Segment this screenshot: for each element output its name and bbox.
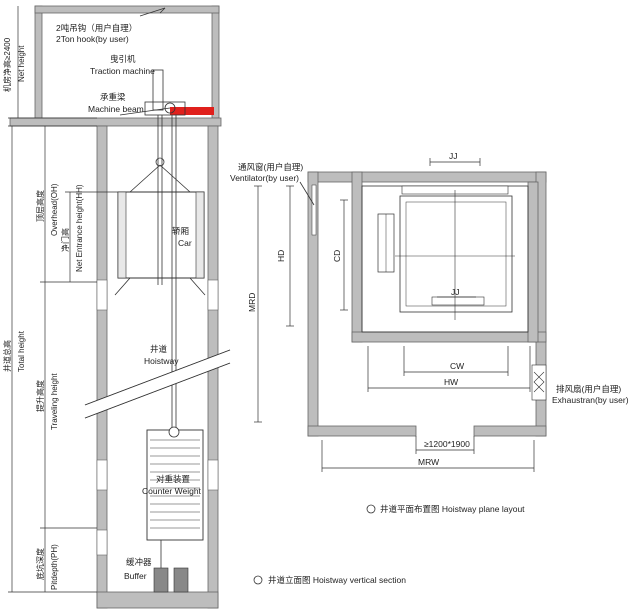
hd-label: HD — [276, 250, 286, 262]
overhead-cn: 顶层高度 — [35, 190, 45, 222]
pit-en: Pitdepth(PH) — [50, 544, 59, 590]
machine-room-ceiling — [34, 5, 220, 14]
caption-marker-vertical — [253, 575, 263, 585]
mrw-label: MRW — [418, 457, 439, 467]
machine-room-right-wall — [211, 5, 220, 119]
counterweight — [146, 429, 204, 541]
hw-label: HW — [444, 377, 458, 387]
car — [117, 191, 205, 279]
overhead-en: Overhead(OH) — [50, 183, 59, 236]
entrance-en: Net Entrance height(HH) — [75, 184, 84, 272]
ventilator-label-en: Ventilator(by user) — [230, 173, 299, 183]
entrance-cn: 净门高 — [60, 228, 70, 252]
hook-label-en: 2Ton hook(by user) — [56, 34, 129, 44]
caption-marker-plane — [366, 504, 376, 514]
cw-label: CW — [450, 361, 464, 371]
total-height-cn: 井道总高 — [2, 340, 12, 372]
exhaust-label-cn: 排风扇(用户自理) — [556, 384, 621, 394]
machine-label-cn: 曳引机 — [110, 54, 136, 64]
travel-cn: 提升高度 — [35, 380, 45, 412]
beam-leader — [119, 107, 171, 116]
traction-machine — [152, 69, 164, 111]
travel-en: Traveling height — [50, 373, 59, 430]
jj-top-label: JJ — [449, 151, 458, 161]
machine-room-floor — [9, 117, 222, 127]
total-height-en: Total height — [17, 330, 26, 372]
cd-label: CD — [332, 250, 342, 262]
machine-room-height-en: Net height — [17, 45, 26, 82]
buffer-left — [153, 567, 169, 593]
plan-car — [399, 195, 513, 313]
car-label-cn: 轿厢 — [172, 226, 190, 236]
buffer-label-en: Buffer — [124, 571, 147, 581]
car-label-en: Car — [178, 238, 192, 248]
pit-floor — [96, 591, 219, 609]
plan-top-wall — [307, 171, 547, 183]
vertical-section-caption: 井道立面图 Hoistway vertical section — [268, 575, 406, 585]
mrd-label: MRD — [247, 293, 257, 312]
hoistway-label-cn: 井道 — [150, 344, 168, 354]
ventilator-icon — [311, 184, 317, 236]
buffer-right — [173, 567, 189, 593]
hook-leader — [139, 7, 166, 17]
counterweight-label-en: Counter Weight — [142, 486, 202, 496]
hoistway-label-en: Hoistway — [144, 356, 179, 366]
beam-label-en: Machine beam — [88, 104, 144, 114]
machine-room-left-wall — [34, 5, 43, 119]
machine-room-height-cn: 机房净高≥2400 — [2, 37, 12, 92]
plane-layout-caption: 井道平面布置图 Hoistway plane layout — [380, 504, 525, 514]
opening-label: ≥1200*1900 — [424, 439, 470, 449]
counterweight-label-cn: 对重装置 — [156, 474, 191, 484]
machine-label-en: Traction machine — [90, 66, 155, 76]
machine-beam-red — [170, 107, 214, 115]
jj-inner-label: JJ — [451, 287, 460, 297]
beam-label-cn: 承重梁 — [100, 92, 126, 102]
ventilator-label-cn: 通风窗(用户自理) — [238, 162, 303, 172]
hook-label-cn: 2吨吊钩（用户自理） — [56, 23, 137, 33]
pit-cn: 底坑深度 — [35, 548, 45, 580]
buffer-label-cn: 缓冲器 — [126, 557, 152, 567]
exhaust-label-en: Exhaustran(by user) — [552, 395, 629, 405]
